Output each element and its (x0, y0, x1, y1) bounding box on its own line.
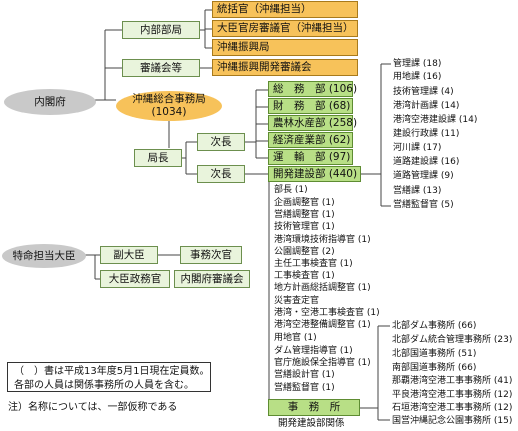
section-2: 技術管理課 (4) (393, 87, 454, 97)
department-0: 総 務 部 (106) (268, 81, 357, 97)
staff-10: 港湾・空港工事検査官 (1) (274, 308, 380, 318)
internal-bureau-label: 内部部局 (140, 23, 182, 36)
staff-count-note: （ ）書は平成13年度5月1日現在定員数。 各部の人員は関係事務所の人員を含む。 (7, 362, 211, 392)
naming-footnote: 注）名称については、一部仮称である (8, 402, 178, 413)
section-8: 道路管理課 (9) (393, 171, 454, 181)
cabinet-office-node: 内閣府 (4, 89, 96, 115)
section-0: 管理課 (18) (393, 59, 442, 69)
department-1: 財 務 部 (68) (268, 98, 353, 114)
naibu-item-1: 大臣官房審議官（沖縄担当） (212, 20, 358, 37)
naibu-item-2: 沖縄振興局 (212, 39, 358, 56)
office-7: 国営沖縄記念公園事務所 (15) (392, 416, 513, 426)
naibu-item-0: 統括官（沖縄担当） (212, 1, 358, 18)
staff-0: 部長 (1) (274, 185, 308, 195)
staff-9: 災害査定官 (274, 296, 320, 306)
field-office-caption: 開発建設部関係 (278, 418, 345, 429)
okinawa-bureau-count: (1034) (151, 106, 187, 118)
staff-7: 工事検査官 (1) (274, 271, 335, 281)
staff-8: 地方計画総括調整官 (1) (274, 283, 371, 293)
staff-16: 営繕監督官 (1) (274, 383, 335, 393)
office-0: 北部ダム事務所 (66) (392, 321, 477, 331)
council-item: 沖縄振興開発審議会 (212, 59, 358, 76)
staff-12: 用地官 (1) (274, 333, 317, 343)
okinawa-general-bureau-node: 沖縄総合事務局 (1034) (116, 91, 222, 121)
vice-minister-node: 副大臣 (100, 246, 158, 264)
staff-1: 企画調整官 (1) (274, 198, 335, 208)
section-7: 道路建設課 (16) (393, 157, 460, 167)
department-3: 経済産業部 (62) (268, 132, 353, 148)
department-5: 開発建設部 (440) (268, 166, 361, 182)
note-line-1: 各部の人員は関係事務所の人員を含む。 (14, 380, 194, 391)
section-5: 建設行政課 (11) (393, 129, 460, 139)
office-2: 北部国道事務所 (51) (392, 349, 477, 359)
section-1: 用地課 (16) (393, 72, 442, 82)
deputy-director-2-node: 次長 (197, 165, 245, 183)
office-4: 那覇港湾空港工事事務所 (41) (392, 376, 513, 386)
director-general-node: 局長 (134, 149, 182, 167)
administrative-vice-minister-node: 事務次官 (180, 246, 242, 264)
office-1: 北部ダム統合管理事務所 (23) (392, 335, 513, 345)
staff-15: 営繕設計官 (1) (274, 370, 335, 380)
special-minister-node: 特命担当大臣 (2, 244, 86, 268)
section-4: 港湾空港建設課 (14) (393, 115, 478, 125)
cabinet-council-node: 内閣府審議会 (174, 270, 250, 288)
field-office-node: 事 務 所 (268, 399, 360, 416)
staff-3: 技術管理官 (1) (274, 222, 335, 232)
section-6: 河川課 (17) (393, 143, 442, 153)
parliamentary-secretary-node: 大臣政務官 (100, 270, 170, 288)
office-5: 平良港湾空港工事事務所 (12) (392, 390, 513, 400)
staff-2: 営繕調整官 (1) (274, 210, 335, 220)
council-node: 審議会等 (122, 59, 200, 77)
staff-4: 港湾環境技術指導官 (1) (274, 235, 371, 245)
staff-14: 官庁施設保全指導官 (1) (274, 358, 371, 368)
department-2: 農林水産部 (258) (268, 115, 357, 131)
council-label: 審議会等 (140, 61, 182, 74)
office-3: 南部国道事務所 (66) (392, 363, 477, 373)
internal-bureau-node: 内部部局 (122, 21, 200, 39)
department-4: 運 輸 部 (97) (268, 149, 353, 165)
note-line-0: （ ）書は平成13年度5月1日現在定員数。 (14, 366, 210, 377)
deputy-director-1-node: 次長 (197, 133, 245, 151)
cabinet-office-label: 内閣府 (34, 95, 66, 108)
staff-6: 主任工事検査官 (1) (274, 259, 353, 269)
okinawa-bureau-name: 沖縄総合事務局 (132, 93, 206, 106)
staff-11: 港湾空港整備調整官 (1) (274, 320, 371, 330)
section-3: 港湾計画課 (14) (393, 101, 460, 111)
section-9: 営繕課 (13) (393, 186, 442, 196)
staff-5: 公園調整官 (2) (274, 247, 335, 257)
office-6: 石垣港湾空港工事事務所 (12) (392, 403, 513, 413)
staff-13: ダム管理指導官 (1) (274, 346, 353, 356)
section-10: 営繕監督官 (5) (393, 200, 454, 210)
